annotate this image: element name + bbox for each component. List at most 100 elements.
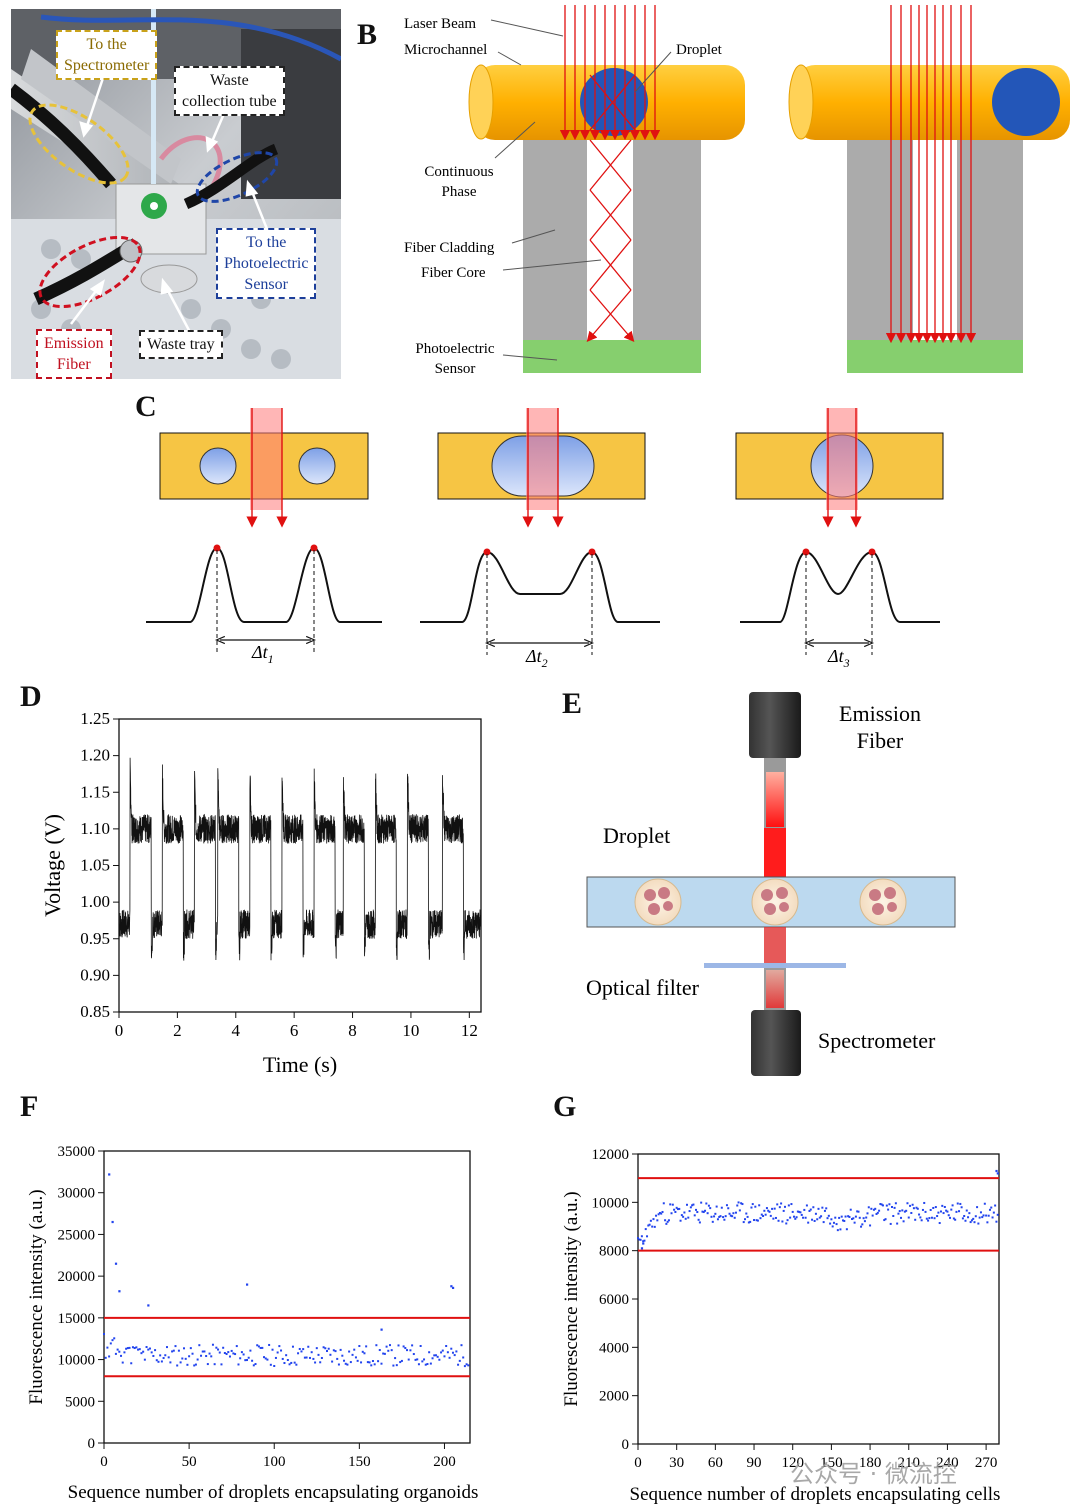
data-point <box>395 1364 398 1367</box>
label-microchannel: Microchannel <box>404 42 487 58</box>
data-point <box>820 1215 823 1218</box>
data-point <box>809 1208 812 1211</box>
x-tick-label: 0 <box>100 1454 108 1470</box>
data-point <box>890 1206 893 1209</box>
data-point <box>457 1363 460 1366</box>
data-point <box>696 1211 699 1214</box>
data-point <box>433 1354 436 1357</box>
data-point <box>215 1346 218 1349</box>
data-point <box>344 1362 347 1365</box>
data-point <box>407 1358 410 1361</box>
y-tick-label: 1.10 <box>80 819 110 838</box>
data-point <box>228 1355 231 1358</box>
data-point <box>811 1218 814 1221</box>
data-point <box>327 1347 330 1350</box>
data-point <box>286 1359 289 1362</box>
data-point <box>257 1345 260 1348</box>
data-point <box>400 1359 403 1362</box>
y-tick-label: 6000 <box>599 1292 629 1308</box>
data-point <box>954 1218 957 1221</box>
data-point <box>293 1361 296 1364</box>
data-point <box>188 1355 191 1358</box>
data-point <box>753 1219 756 1222</box>
data-point <box>747 1221 750 1224</box>
data-point <box>290 1361 293 1364</box>
y-tick-label: 15000 <box>58 1311 96 1327</box>
data-point <box>758 1204 761 1207</box>
data-point <box>943 1205 946 1208</box>
data-point <box>462 1356 465 1359</box>
data-point <box>295 1363 298 1366</box>
y-tick-label: 1.25 <box>80 709 110 728</box>
data-point <box>302 1348 305 1351</box>
data-point <box>421 1360 424 1363</box>
data-point <box>956 1202 959 1205</box>
data-point <box>162 1357 165 1360</box>
data-point <box>985 1214 988 1217</box>
data-point <box>720 1206 723 1209</box>
data-point <box>821 1206 824 1209</box>
y-axis-label: Fluorescence intensity (a.u.) <box>26 1189 47 1404</box>
data-point <box>866 1212 869 1215</box>
data-point <box>830 1218 833 1221</box>
data-point <box>291 1345 294 1348</box>
data-point <box>941 1204 944 1207</box>
data-point <box>642 1240 645 1243</box>
data-point <box>867 1206 870 1209</box>
data-point <box>947 1214 950 1217</box>
data-point <box>965 1209 968 1212</box>
data-point <box>661 1210 664 1213</box>
data-point <box>268 1343 271 1346</box>
data-point <box>642 1242 645 1245</box>
data-point <box>749 1220 752 1223</box>
data-point <box>649 1219 652 1222</box>
data-point <box>776 1203 779 1206</box>
data-point <box>155 1359 158 1362</box>
data-point <box>193 1364 196 1367</box>
data-point <box>366 1361 369 1364</box>
data-point <box>700 1201 703 1204</box>
data-point <box>872 1208 875 1211</box>
data-point <box>765 1207 768 1210</box>
data-point <box>874 1207 877 1210</box>
data-point <box>441 1349 444 1352</box>
data-point <box>822 1221 825 1224</box>
data-point <box>898 1210 901 1213</box>
data-point <box>885 1204 888 1207</box>
x-axis-label: Time (s) <box>263 1052 337 1077</box>
callout-spectrometer: To the Spectrometer <box>56 30 158 80</box>
data-point <box>399 1361 402 1364</box>
data-point <box>783 1205 786 1208</box>
data-point <box>274 1356 277 1359</box>
x-tick-label: 200 <box>433 1454 456 1470</box>
data-point <box>361 1350 364 1353</box>
data-point <box>996 1172 999 1175</box>
data-point <box>245 1359 248 1362</box>
data-point <box>836 1229 839 1232</box>
data-point <box>923 1201 926 1204</box>
data-point <box>263 1356 266 1359</box>
data-point <box>870 1207 873 1210</box>
data-point <box>774 1216 777 1219</box>
data-point <box>845 1228 848 1231</box>
x-tick-label: 50 <box>182 1454 197 1470</box>
data-point <box>863 1220 866 1223</box>
data-point <box>832 1221 835 1224</box>
data-point <box>390 1349 393 1352</box>
data-point <box>660 1212 663 1215</box>
data-point <box>671 1203 674 1206</box>
x-tick-label: 0 <box>634 1455 642 1471</box>
data-point <box>283 1362 286 1365</box>
y-tick-label: 2000 <box>599 1389 629 1405</box>
data-point <box>932 1206 935 1209</box>
y-tick-label: 25000 <box>58 1227 96 1243</box>
panel-label-b: B <box>357 18 378 51</box>
data-point <box>727 1207 730 1210</box>
data-point <box>436 1355 439 1358</box>
data-point <box>244 1359 247 1362</box>
plot-frame <box>118 718 482 1013</box>
data-point <box>759 1217 762 1220</box>
data-point <box>906 1202 909 1205</box>
